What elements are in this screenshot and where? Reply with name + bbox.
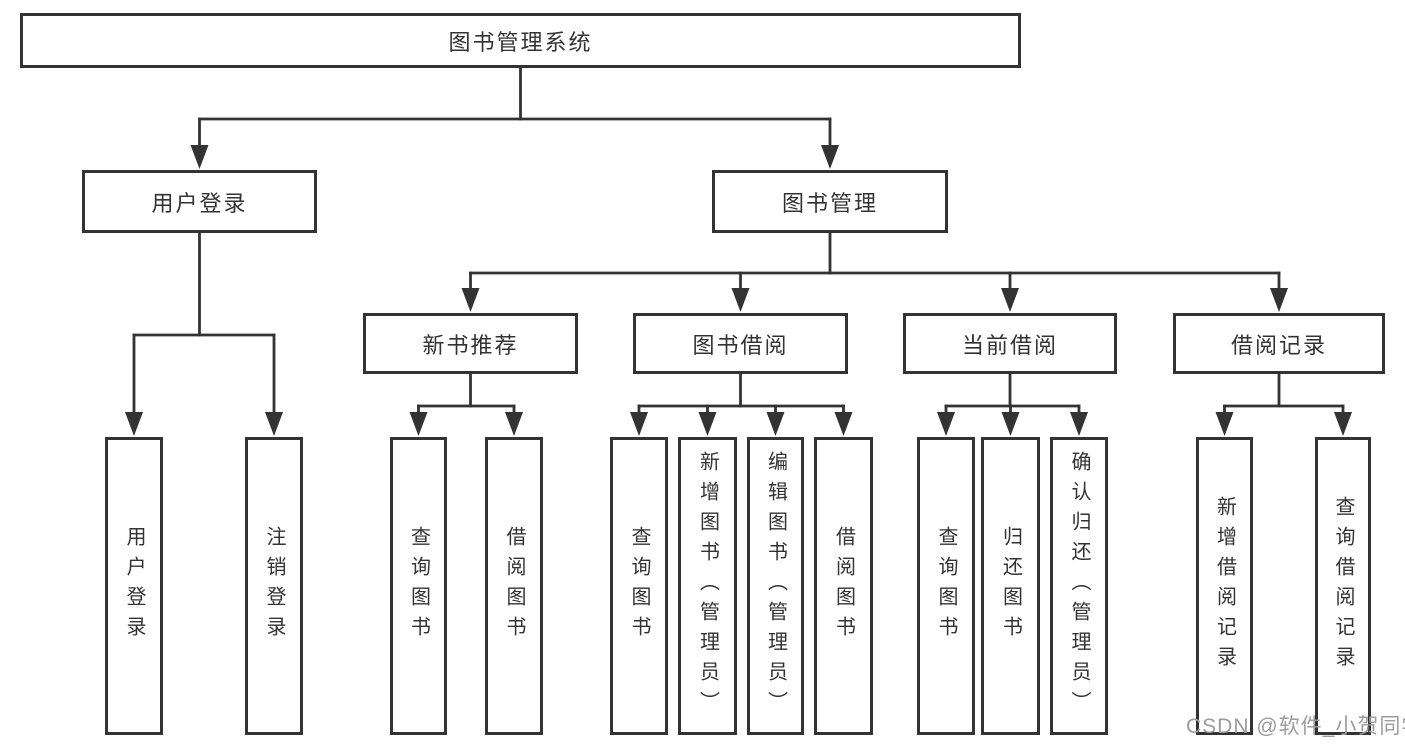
- node-label-root: 图书管理系统: [448, 29, 593, 55]
- node-leaf-edit-book: 编辑图书（管理员）: [747, 437, 804, 735]
- node-book-mgmt: 图书管理: [712, 170, 948, 233]
- node-leaf-borrow-book-1: 借阅图书: [485, 437, 543, 735]
- node-new-book-recommend: 新书推荐: [363, 313, 578, 374]
- node-label-new-book-recommend: 新书推荐: [422, 332, 519, 358]
- node-label-leaf-return-book: 归还图书: [999, 526, 1022, 646]
- node-leaf-confirm-return: 确认归还（管理员）: [1050, 437, 1108, 735]
- node-leaf-query-book-2: 查询图书: [610, 437, 668, 735]
- node-leaf-logout: 注销登录: [245, 437, 303, 735]
- node-leaf-return-book: 归还图书: [981, 437, 1040, 735]
- node-label-leaf-user-login: 用户登录: [123, 526, 145, 646]
- node-leaf-add-record: 新增借阅记录: [1196, 437, 1253, 735]
- node-label-leaf-query-book-1: 查询图书: [407, 526, 430, 646]
- node-label-leaf-query-book-3: 查询图书: [935, 526, 957, 646]
- node-leaf-query-record: 查询借阅记录: [1315, 437, 1371, 735]
- node-label-book-mgmt: 图书管理: [781, 190, 878, 216]
- node-leaf-query-book-3: 查询图书: [917, 437, 975, 735]
- node-label-leaf-query-book-2: 查询图书: [628, 526, 650, 646]
- node-label-leaf-add-record: 新增借阅记录: [1213, 496, 1236, 676]
- node-root: 图书管理系统: [20, 13, 1021, 68]
- node-borrow-records: 借阅记录: [1173, 313, 1385, 374]
- node-current-borrow: 当前借阅: [903, 313, 1117, 374]
- node-label-user-login: 用户登录: [151, 190, 248, 216]
- node-leaf-user-login: 用户登录: [105, 437, 163, 735]
- node-label-leaf-borrow-book-2: 借阅图书: [832, 526, 855, 646]
- node-leaf-add-book: 新增图书（管理员）: [678, 437, 737, 735]
- node-label-leaf-query-record: 查询借阅记录: [1332, 496, 1354, 676]
- node-user-login: 用户登录: [82, 170, 317, 233]
- node-label-book-borrow: 图书借阅: [692, 332, 789, 358]
- node-label-leaf-confirm-return: 确认归还（管理员）: [1068, 451, 1090, 721]
- node-leaf-borrow-book-2: 借阅图书: [814, 437, 873, 735]
- node-label-current-borrow: 当前借阅: [961, 332, 1058, 358]
- node-label-leaf-add-book: 新增图书（管理员）: [696, 451, 719, 721]
- node-label-borrow-records: 借阅记录: [1230, 332, 1327, 358]
- node-label-leaf-logout: 注销登录: [263, 526, 285, 646]
- node-leaf-query-book-1: 查询图书: [390, 437, 447, 735]
- node-label-leaf-borrow-book-1: 借阅图书: [503, 526, 525, 646]
- node-label-leaf-edit-book: 编辑图书（管理员）: [764, 451, 787, 721]
- watermark-text: CSDN @软件_小贺同学: [1186, 715, 1405, 738]
- node-book-borrow: 图书借阅: [633, 313, 848, 374]
